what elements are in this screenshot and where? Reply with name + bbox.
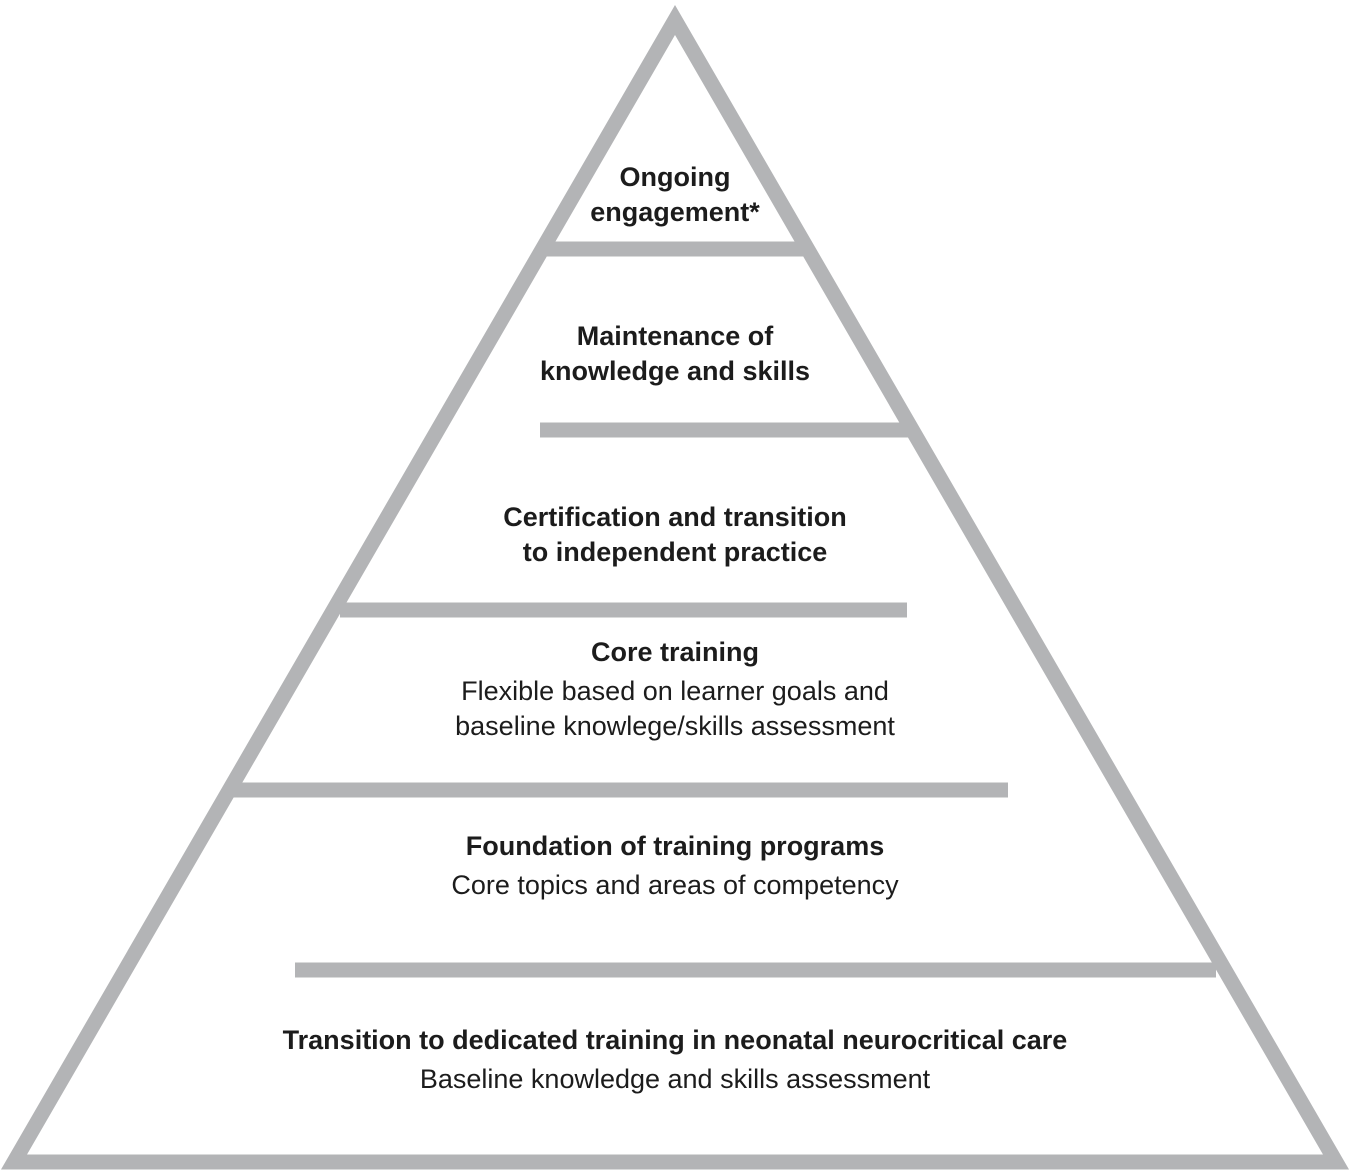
level-subtitle-line: Flexible based on learner goals and bbox=[461, 676, 889, 706]
pyramid-outline bbox=[0, 5, 1350, 1170]
level-subtitle-line: Core topics and areas of competency bbox=[451, 870, 899, 900]
level-transition: Transition to dedicated training in neon… bbox=[0, 1023, 1350, 1097]
level-title-line: Foundation of training programs bbox=[465, 831, 885, 861]
level-core-training: Core training Flexible based on learner … bbox=[0, 635, 1350, 744]
level-title-line: Maintenance of bbox=[576, 321, 774, 351]
level-ongoing-engagement: Ongoing engagement* bbox=[0, 160, 1350, 230]
level-title-line: knowledge and skills bbox=[539, 356, 811, 386]
level-title-line: to independent practice bbox=[522, 537, 828, 567]
level-title-line: Ongoing bbox=[619, 162, 731, 192]
level-subtitle-line: Baseline knowledge and skills assessment bbox=[419, 1064, 931, 1094]
level-title-line: engagement* bbox=[590, 197, 760, 227]
level-foundation: Foundation of training programs Core top… bbox=[0, 829, 1350, 903]
level-maintenance: Maintenance of knowledge and skills bbox=[0, 319, 1350, 389]
level-title-line: Certification and transition bbox=[503, 502, 847, 532]
level-title-line: Transition to dedicated training in neon… bbox=[282, 1025, 1068, 1055]
level-subtitle-line: baseline knowlege/skills assessment bbox=[455, 711, 895, 741]
level-certification: Certification and transition to independ… bbox=[0, 500, 1350, 570]
level-title-line: Core training bbox=[590, 637, 759, 667]
